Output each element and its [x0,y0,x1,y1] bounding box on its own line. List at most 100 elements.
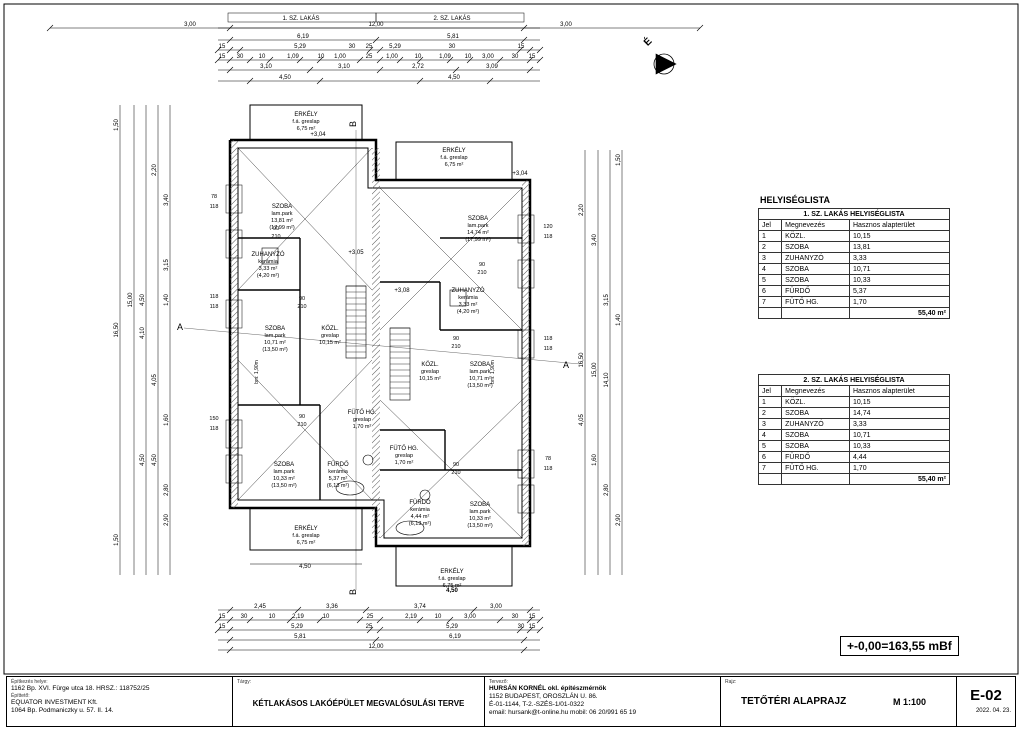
plan-label: SZOBA [468,216,488,222]
plan-label: 90 [453,462,459,468]
wall-hatch [230,140,238,508]
plan-label: lam.park [273,469,294,475]
plan-label: greslap [395,453,413,459]
dimension-tick [366,46,374,54]
plan-label: 10,15 m² [419,376,441,382]
dimension-tick [446,616,454,624]
dimension-tick [496,56,504,64]
dimension-tick [416,616,424,624]
plan-label: 15 [529,614,536,620]
dimension-tick [226,636,234,644]
table-cell: 7 [757,462,783,474]
drawing-scale: M 1:100 [893,697,927,707]
plan-label: 10,33 m² [469,516,491,522]
dimension-tick [416,56,424,64]
plan-label: 4,05 [579,414,585,426]
dimension-tick [296,56,304,64]
dimension-tick [372,636,380,644]
plan-label: 10,33 m² [273,476,295,482]
plan-label: 1,70 m² [353,424,372,430]
plan-label: 10 [269,614,276,620]
plan-label: 10,71 m² [264,340,286,346]
table-heading: 1. SZ. LAKÁS HELYISÉGLISTA [758,208,950,220]
dimension-tick [306,66,314,74]
plan-label: 5,81 [447,34,459,40]
table-cell: KÖZL. [781,230,850,242]
plan-label: (17,99 m²) [269,225,295,231]
table-cell: 5,37 [848,285,951,297]
dimension-tick [416,77,424,85]
plan-label: (13,50 m²) [467,523,493,529]
plan-label: (17,99 m²) [465,237,491,243]
plan-label: 13,81 m² [271,218,293,224]
designer-caption: Tervező: [489,679,508,685]
dimension-tick [520,646,528,654]
table-cell: 10,71 [848,263,951,275]
col-header: Hasznos alapterület [848,385,951,397]
plan-label: 3,00 [464,614,476,620]
table-cell: 10,71 [848,429,951,441]
plan-label: 210 [271,234,280,240]
plan-label: 210 [477,270,486,276]
dimension-tick [396,56,404,64]
dimension-tick [356,56,364,64]
dimension-tick [536,626,544,634]
plan-label: 90 [453,336,459,342]
dimension-tick [446,56,454,64]
table-cell: 1,70 [848,296,951,308]
shower-tray [449,289,467,307]
table-cell: SZOBA [781,440,850,452]
plan-label: 1. SZ. LAKÁS [282,15,319,22]
plan-label: 150 [209,416,218,422]
drawing-date: 2022. 04. 23. [975,708,1011,714]
plan-label: f.á. greslap [438,576,465,582]
plan-label: 6,19 [297,34,309,40]
plan-label: +3,04 [512,171,528,177]
col-header: Megnevezés [781,385,850,397]
table-cell: 6 [757,451,783,463]
table-cell: 1 [757,230,783,242]
dimension-tick [226,606,234,614]
plan-label: 15 [219,44,226,50]
plan-label: 2,20 [152,164,158,176]
plan-label: 78 [545,456,551,462]
plan-label: +3,08 [394,288,410,294]
table-cell: 10,33 [848,440,951,452]
plan-label: A [177,322,183,332]
plan-label: 118 [544,234,553,240]
plan-label: (13,50 m²) [262,347,288,353]
window [225,229,243,259]
subject-caption: Tárgy: [237,679,252,685]
dimension-tick [226,66,234,74]
plan-label: 2,80 [604,484,610,496]
balcony-top-right [395,141,513,181]
table-total: 55,40 m² [848,473,951,485]
col-header: Jel [757,385,783,397]
plan-label: 12,00 [368,22,384,28]
plan-label: 10 [259,54,266,60]
plan-label: 118 [210,294,219,300]
client-name: EQUATOR INVESTMENT Kft. [11,699,98,706]
plan-label: 4,50 [448,75,460,81]
plan-label: 3,09 [486,64,498,70]
table-cell: ZUHANYZÓ [781,252,850,264]
plan-label: 5,29 [291,624,303,630]
plan-label: 10 [415,54,422,60]
plan-label: 3,00 [490,604,502,610]
col-header: Megnevezés [781,219,850,231]
table-heading: 2. SZ. LAKÁS HELYISÉGLISTA [758,374,950,386]
plan-label: FÜRDŐ [409,499,431,506]
plan-label: lam.park [264,333,285,339]
table-cell: 4 [757,429,783,441]
dimension-tick [536,56,544,64]
plan-label: 78 [211,194,217,200]
dimension-tick [526,66,534,74]
table-cell: SZOBA [781,407,850,419]
plan-label: 2,90 [616,514,622,526]
plan-label: 14,74 m² [467,230,489,236]
window [225,299,243,329]
